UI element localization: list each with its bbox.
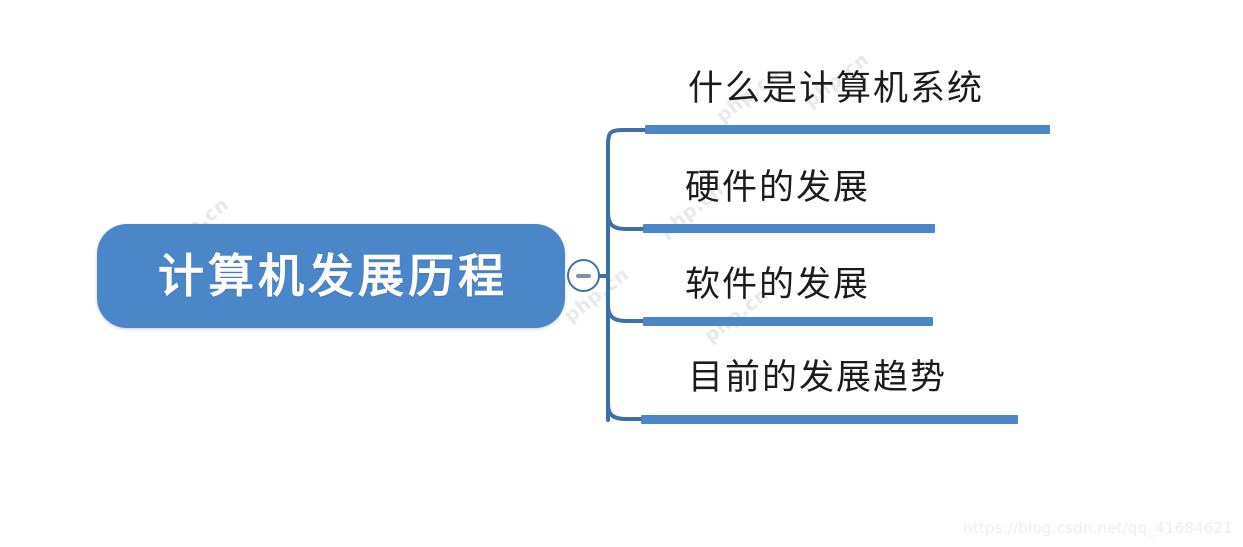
minus-icon — [576, 273, 591, 278]
branch-underline-bar — [643, 317, 933, 326]
branch-label: 目前的发展趋势 — [688, 358, 948, 398]
branch-label: 什么是计算机系统 — [688, 69, 985, 109]
collapse-toggle-button[interactable] — [567, 259, 600, 292]
root-node[interactable]: 计算机发展历程 — [97, 224, 565, 328]
branch-underline-bar — [643, 224, 935, 233]
source-url-watermark: https://blog.csdn.net/qq_41684621 — [963, 519, 1233, 537]
root-node-label: 计算机发展历程 — [158, 249, 508, 303]
branch-underline-bar — [645, 125, 1050, 134]
branch-underline-bar — [641, 415, 1018, 424]
branch-label: 软件的发展 — [685, 265, 871, 305]
branch-label: 硬件的发展 — [685, 168, 871, 208]
